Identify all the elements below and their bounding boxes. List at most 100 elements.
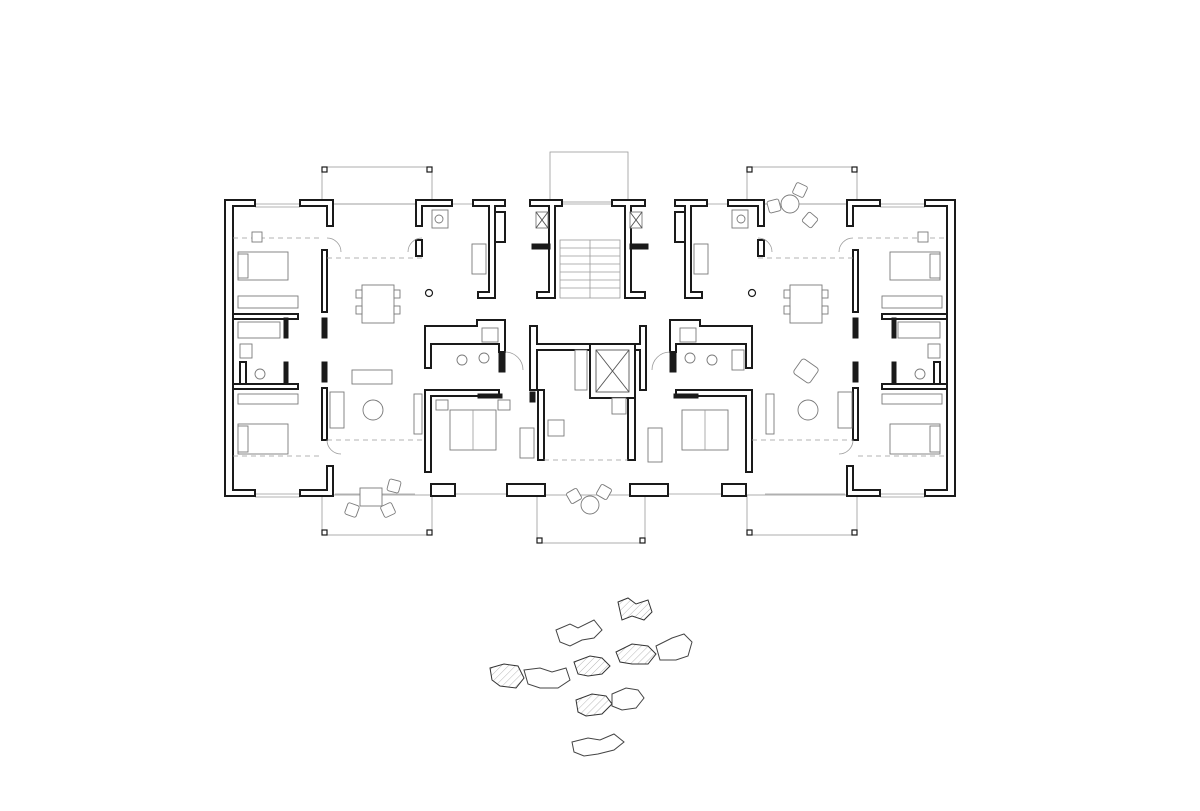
wardrobe <box>881 393 943 405</box>
wall <box>674 211 686 243</box>
wall <box>634 325 647 391</box>
wall <box>924 199 956 497</box>
windows <box>255 203 925 498</box>
balcony-bottom-center <box>536 494 646 544</box>
terrace-furniture <box>344 182 819 518</box>
wall <box>611 199 646 299</box>
wall <box>529 199 563 299</box>
post <box>426 166 433 173</box>
wall <box>424 389 500 473</box>
terrace-table <box>359 487 383 507</box>
wardrobe <box>237 393 299 405</box>
column-round <box>747 288 757 298</box>
wall <box>757 239 765 257</box>
balcony-bottom-right <box>746 494 858 536</box>
post <box>536 537 543 544</box>
door-leaf <box>321 317 328 339</box>
site-building-b6 <box>615 643 657 665</box>
site-building-b1 <box>617 597 653 621</box>
wall <box>529 325 591 391</box>
door-leaf <box>891 317 897 339</box>
terrace-chair <box>344 502 360 518</box>
terrace-chair <box>766 198 782 214</box>
walls-right-unit <box>846 199 956 497</box>
walls-left-kitchen <box>415 199 506 299</box>
toilet <box>706 354 718 366</box>
terrace-chair <box>566 488 582 504</box>
wall <box>415 239 423 257</box>
cabinet <box>731 349 745 371</box>
pillow <box>929 425 941 453</box>
wall <box>721 483 747 497</box>
coffee-table <box>797 399 819 421</box>
nightstand <box>435 399 449 411</box>
pillow <box>237 425 249 453</box>
site-building-b3 <box>489 663 525 689</box>
door-leaf <box>629 243 649 250</box>
floor-plan <box>224 151 956 544</box>
pillow <box>929 253 941 279</box>
elevator-shaft <box>589 343 636 399</box>
door-leaf <box>852 317 859 339</box>
nightstand <box>251 231 263 243</box>
door-leaf <box>283 317 289 339</box>
chair <box>783 289 791 299</box>
chair <box>821 289 829 299</box>
balcony-top-center <box>549 151 629 203</box>
wardrobe <box>237 295 299 309</box>
site-building-b4 <box>523 667 571 689</box>
armchair <box>793 358 819 384</box>
bathtub <box>897 321 941 339</box>
door-leaf <box>321 361 328 383</box>
toilet <box>456 354 468 366</box>
site-building-b7-ext <box>611 687 645 711</box>
wall <box>881 313 948 320</box>
wall <box>627 397 636 461</box>
wall <box>239 361 247 385</box>
room-divisions <box>233 237 947 461</box>
door-leaf <box>891 361 897 385</box>
wall <box>430 483 456 497</box>
chair <box>783 305 791 315</box>
door-leaf <box>498 351 506 373</box>
bath-fixture <box>679 327 697 343</box>
wall <box>321 249 328 313</box>
door-swings <box>326 237 854 455</box>
door-leaf <box>852 361 859 383</box>
door-leaf <box>477 393 503 399</box>
walls-left-bedroom-block <box>424 319 511 497</box>
tv-unit <box>765 393 775 435</box>
chair <box>355 289 363 299</box>
terrace-chair <box>801 211 819 229</box>
toilet <box>914 368 926 380</box>
chair <box>821 305 829 315</box>
post <box>639 537 646 544</box>
wall <box>537 389 545 461</box>
wall <box>321 387 328 441</box>
furniture-right-unit <box>765 231 943 455</box>
kitchen-counter <box>471 243 487 275</box>
wall <box>232 383 299 390</box>
sink <box>927 343 941 359</box>
wall <box>232 313 299 320</box>
site-building-b6-ext <box>655 633 693 661</box>
wardrobe <box>881 295 943 309</box>
door-leaf <box>673 393 699 399</box>
post <box>321 166 328 173</box>
sofa <box>837 391 853 429</box>
wall <box>506 483 546 497</box>
desk <box>547 419 565 437</box>
door-leaf <box>669 351 677 373</box>
sofa <box>329 391 345 429</box>
post <box>746 529 753 536</box>
terrace-chair <box>380 502 396 518</box>
dining-table <box>789 284 823 324</box>
wall <box>629 483 669 497</box>
column-round <box>424 288 434 298</box>
site-building-b5 <box>573 655 611 677</box>
nightstand <box>917 231 929 243</box>
bath-fixture <box>481 327 499 343</box>
site-building-b7-hatched <box>575 693 613 717</box>
post <box>746 166 753 173</box>
furniture-left-unit <box>237 231 423 455</box>
